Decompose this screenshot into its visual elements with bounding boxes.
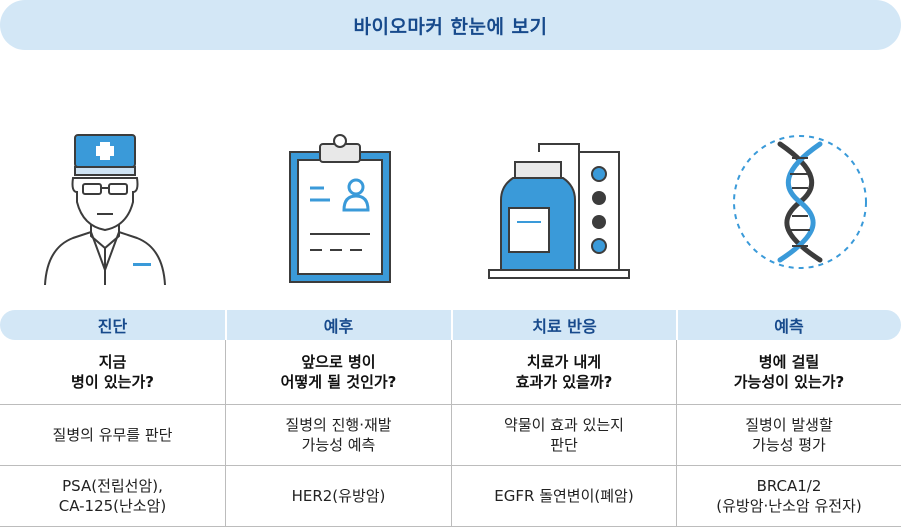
icon-row (0, 130, 901, 290)
column-divider (676, 340, 677, 527)
description-row: 질병의 유무를 판단 질병의 진행·재발 가능성 예측 약물이 효과 있는지 판… (0, 405, 901, 465)
description-cell: 질병이 발생할 가능성 평가 (745, 416, 833, 454)
header-treatment-response: 치료 반응 (532, 317, 597, 336)
medicine-bottle-icon (450, 130, 675, 290)
header-divider (225, 310, 227, 340)
header-prognosis: 예후 (323, 317, 354, 336)
dna-icon (675, 130, 900, 290)
description-cell: 질병의 유무를 판단 (52, 426, 173, 444)
example-row: PSA(전립선암), CA-125(난소암) HER2(유방암) EGFR 돌연… (0, 466, 901, 526)
title-banner: 바이오마커 한눈에 보기 (0, 0, 901, 50)
row-divider (0, 465, 901, 466)
clipboard-icon (225, 130, 450, 290)
example-cell: PSA(전립선암), CA-125(난소암) (58, 477, 167, 515)
header-divider (676, 310, 678, 340)
description-cell: 약물이 효과 있는지 판단 (504, 416, 624, 454)
example-cell: EGFR 돌연변이(폐암) (494, 487, 634, 505)
doctor-icon (0, 130, 225, 290)
description-cell: 질병의 진행·재발 가능성 예측 (285, 416, 392, 454)
header-prediction: 예측 (774, 317, 804, 336)
example-cell: BRCA1/2 (유방암·난소암 유전자) (716, 477, 862, 515)
question-cell: 지금 병이 있는가? (71, 353, 154, 391)
question-cell: 병에 걸릴 가능성이 있는가? (733, 353, 845, 391)
row-divider (0, 404, 901, 405)
comparison-table: 지금 병이 있는가? 앞으로 병이 어떻게 될 것인가? 치료가 내게 효과가 … (0, 340, 901, 527)
question-cell: 치료가 내게 효과가 있을까? (515, 353, 613, 391)
column-divider (225, 340, 226, 527)
column-divider (451, 340, 452, 527)
question-row: 지금 병이 있는가? 앞으로 병이 어떻게 될 것인가? 치료가 내게 효과가 … (0, 340, 901, 404)
page-title: 바이오마커 한눈에 보기 (353, 15, 548, 38)
column-header-bar: 진단 예후 치료 반응 예측 (0, 310, 901, 340)
example-cell: HER2(유방암) (291, 487, 386, 505)
header-divider (451, 310, 453, 340)
header-diagnosis: 진단 (97, 317, 128, 336)
question-cell: 앞으로 병이 어떻게 될 것인가? (280, 353, 397, 391)
